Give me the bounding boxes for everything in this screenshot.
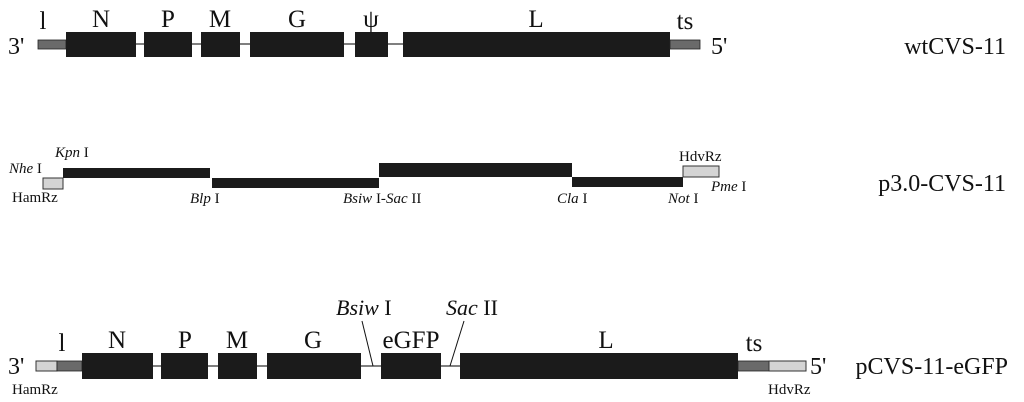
egfp-5prime-label: 5' xyxy=(810,354,826,380)
egfp-gene-eGFP xyxy=(381,353,441,379)
egfp-leader-segment xyxy=(56,360,83,372)
egfp-label-L: L xyxy=(598,327,613,354)
wt-gene-M xyxy=(201,32,240,57)
p30-blp-site: Blp I xyxy=(190,191,220,207)
wt-trailer-segment xyxy=(669,39,701,50)
egfp-label-l: l xyxy=(59,330,66,357)
p30-hdvrz-box xyxy=(682,165,720,178)
wt-gene-G xyxy=(250,32,344,57)
wt-construct-name: wtCVS-11 xyxy=(904,34,1006,60)
p30-kpn-site: Kpn I xyxy=(54,145,89,161)
wt-label-M: M xyxy=(209,6,231,33)
p30-plasmid-row: Nhe I Kpn I HamRz Blp I Bsiw I-Sac II Cl… xyxy=(8,145,1006,207)
p30-fragment-1 xyxy=(63,168,210,178)
wt-5prime-label: 5' xyxy=(711,34,727,60)
egfp-label-M: M xyxy=(226,327,248,354)
egfp-hdvrz-box xyxy=(768,360,807,372)
p30-construct-name: p3.0-CVS-11 xyxy=(878,171,1006,197)
wt-3prime-label: 3' xyxy=(8,34,24,60)
wt-gene-L xyxy=(403,32,670,57)
p30-fragment-3 xyxy=(379,163,572,177)
wt-gene-P xyxy=(144,32,192,57)
p30-hamrz-box xyxy=(42,177,64,190)
egfp-hdvrz-label: HdvRz xyxy=(768,382,811,398)
egfp-label-P: P xyxy=(178,327,192,354)
egfp-construct-name: pCVS-11-eGFP xyxy=(856,354,1008,380)
wt-label-P: P xyxy=(161,6,175,33)
p30-bsiw-sac-site: Bsiw I-Sac II xyxy=(343,191,421,207)
p30-pme-site: Pme I xyxy=(710,179,746,195)
wt-label-G: G xyxy=(288,6,306,33)
egfp-label-ts: ts xyxy=(746,330,763,357)
wt-label-psi: ψ xyxy=(363,6,379,33)
wt-psi-region xyxy=(355,32,388,57)
egfp-3prime-label: 3' xyxy=(8,354,24,380)
egfp-bsiw-site: Bsiw I xyxy=(336,295,392,320)
bsiw-site-pointer xyxy=(361,320,374,367)
p30-fragment-4 xyxy=(572,177,683,187)
wt-leader-segment xyxy=(37,39,67,50)
egfp-gene-G xyxy=(267,353,361,379)
egfp-construct-row: 3' 5' l N P M G eGFP L ts Bsiw I Sac II … xyxy=(8,295,1008,398)
p30-hdvrz-label: HdvRz xyxy=(679,149,722,165)
sac-site-pointer xyxy=(449,320,465,367)
egfp-gene-P xyxy=(161,353,208,379)
egfp-gene-L xyxy=(460,353,738,379)
egfp-hamrz-box xyxy=(35,360,58,372)
egfp-gene-M xyxy=(218,353,257,379)
wt-label-N: N xyxy=(92,6,110,33)
wt-label-L: L xyxy=(528,6,543,33)
egfp-trailer-segment xyxy=(737,360,770,372)
p30-nhe-site: Nhe I xyxy=(8,161,42,177)
egfp-gene-N xyxy=(82,353,153,379)
p30-hamrz-label: HamRz xyxy=(12,190,58,206)
egfp-label-G: G xyxy=(304,327,322,354)
egfp-label-eGFP: eGFP xyxy=(383,327,440,354)
egfp-hamrz-label: HamRz xyxy=(12,382,58,398)
p30-not-site: Not I xyxy=(667,191,698,207)
wt-label-ts: ts xyxy=(677,8,694,35)
p30-fragment-2 xyxy=(212,178,379,188)
egfp-label-N: N xyxy=(108,327,126,354)
wt-gene-N xyxy=(66,32,136,57)
wt-genome-row: 3' 5' l N P M G ψ L ts wtCVS-11 xyxy=(8,6,1006,60)
p30-cla-site: Cla I xyxy=(557,191,587,207)
egfp-sac-site: Sac II xyxy=(446,295,498,320)
wt-label-l: l xyxy=(40,8,47,35)
